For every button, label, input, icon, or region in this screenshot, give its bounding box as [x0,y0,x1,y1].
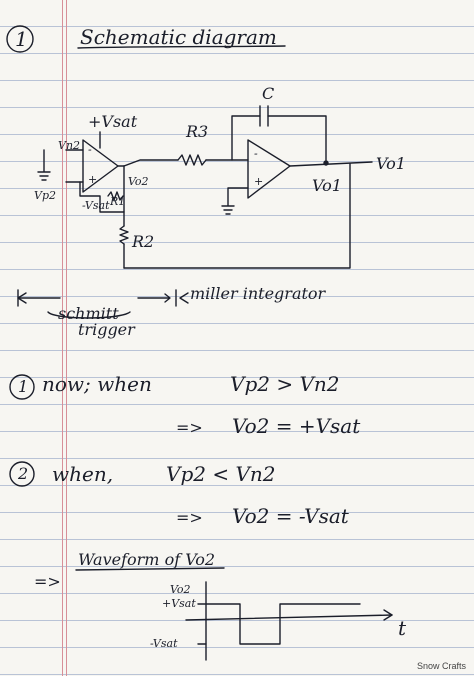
case1-text: now; when [42,372,152,396]
waveform-arrow: => [34,572,61,591]
section-divider-arrow [137,293,171,303]
r3-label: R3 [186,122,209,141]
wire-cap-left [231,115,261,161]
wire-to-r3 [123,159,179,167]
heading-number: 1 [15,27,28,51]
margin-line-left [62,0,63,676]
vn2-label: Vn2 [58,139,81,152]
r2-label: R2 [132,232,155,251]
op-amp-schmitt [82,139,119,193]
case1-circle [9,374,35,400]
node-vo1 [323,160,329,166]
case1-arrow: => [176,418,203,437]
waveform-pos-label: +Vsat [162,597,196,610]
resistor-r1 [107,191,124,201]
resistor-r3 [177,154,207,166]
schmitt-brace [47,311,131,319]
case2-circle [9,461,35,487]
schmitt-label-line1: schmitt [58,304,119,323]
heading-underline [77,45,286,49]
op-amp-miller [247,139,291,199]
case1-number: 1 [18,377,29,396]
wire-output-return [123,163,351,269]
case2-arrow: => [176,508,203,527]
case2-condition: Vp2 < Vn2 [166,462,276,486]
minus-op2: - [254,147,258,160]
vsat-label: +Vsat [88,112,138,131]
wire-feedback-r1 [79,165,125,213]
plus-op1: + [88,173,98,186]
schmitt-label-line2: trigger [78,320,135,339]
wire-cap-right [267,115,327,161]
wire-ground-left [37,149,51,181]
waveform-neg-label: -Vsat [150,637,178,650]
minus-op1: - [88,143,92,156]
miller-arrow-head [179,292,189,304]
heading-number-circle [6,25,34,53]
waveform-t-arrowhead [383,609,393,621]
waveform-y-label: Vo2 [170,583,191,596]
waveform-t-axis [185,614,393,621]
vo2-label: Vo2 [128,175,149,188]
schmitt-arrow-head [17,292,27,304]
vsat-small-label: -Vsat [82,199,110,212]
vp2-label: Vp2 [34,189,56,202]
wire-op2-out [289,161,373,167]
waveform-signal [205,603,361,645]
waveform-title-underline [75,567,225,571]
heading-title: Schematic diagram [80,25,277,49]
cap-label: C [262,84,275,103]
r1-label: R1 [110,195,126,208]
vo1-node-label: Vo1 [312,176,342,195]
brand-watermark: Snow Crafts [416,661,466,671]
plus-op2: + [254,175,264,188]
resistor-r2 [119,225,129,245]
waveform-t-label: t [398,616,407,640]
waveform-title: Waveform of Vo2 [78,550,216,569]
case1-condition: Vp2 > Vn2 [230,372,340,396]
wire-op2-plus-ground [221,187,249,215]
miller-label: miller integrator [190,284,326,303]
case2-number: 2 [18,464,29,483]
margin-line-right [66,0,67,676]
vo1-output-label: Vo1 [376,154,406,173]
case2-result: Vo2 = -Vsat [232,504,349,528]
case2-text: when, [52,462,114,486]
schmitt-arrow-left [17,289,61,307]
case1-result: Vo2 = +Vsat [232,414,361,438]
